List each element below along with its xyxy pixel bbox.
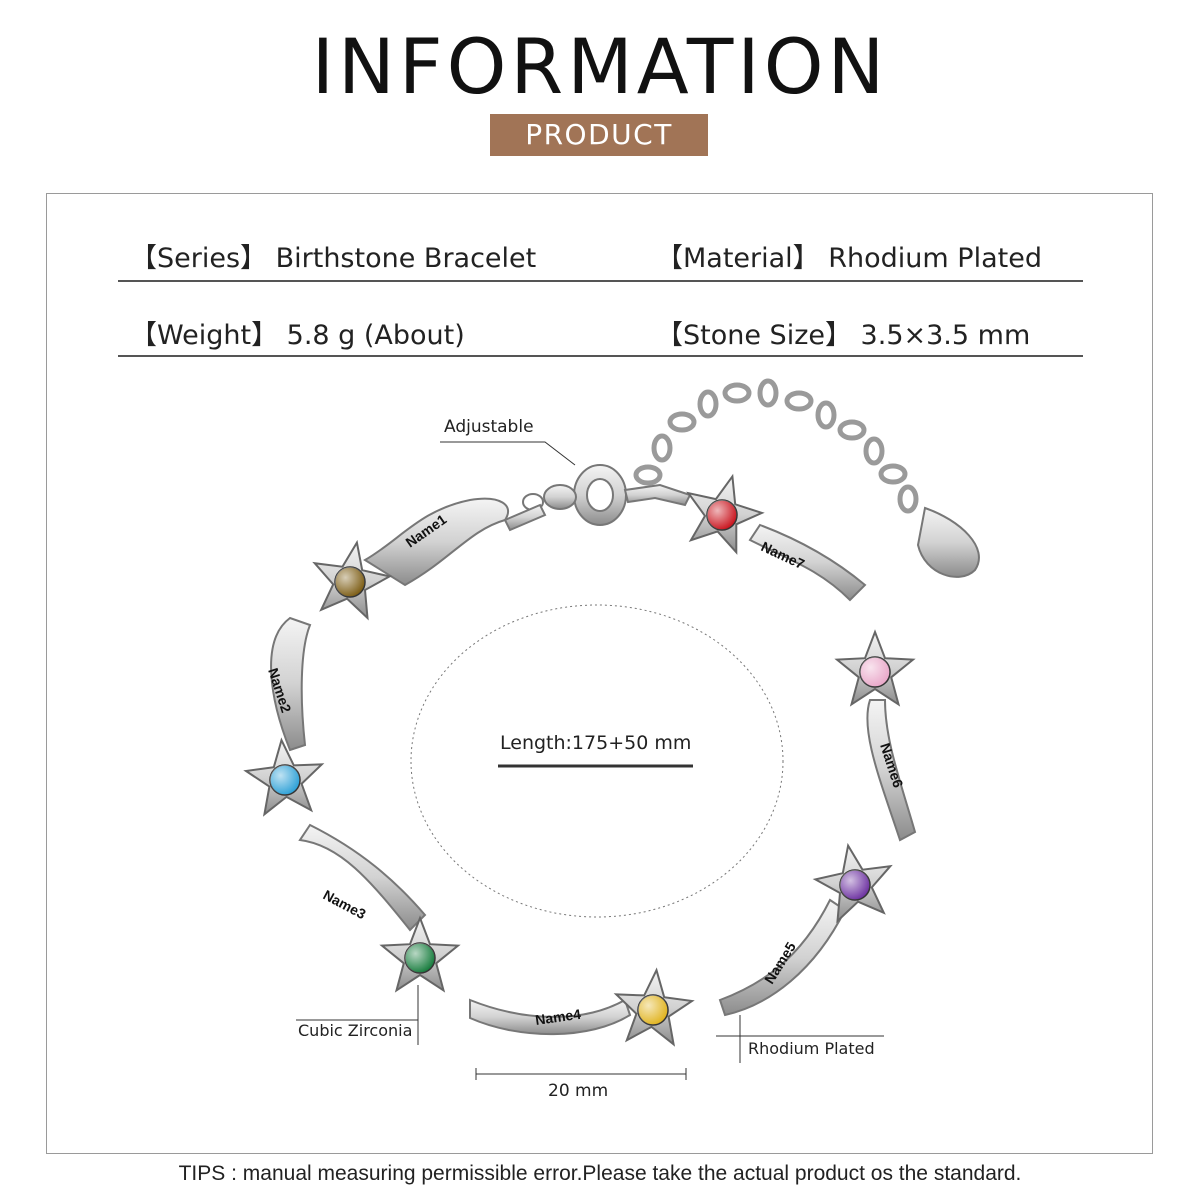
gem-highlight — [707, 500, 737, 530]
star-settings — [243, 473, 916, 1047]
label-segment-width: 20 mm — [548, 1081, 609, 1101]
label-adjustable: Adjustable — [444, 417, 534, 437]
annotation-lines — [296, 441, 884, 1080]
page-title: INFORMATION — [311, 22, 889, 111]
product-badge: PRODUCT — [490, 114, 708, 156]
bar-links — [270, 483, 917, 1036]
charm-drop — [916, 506, 980, 578]
gem-highlight — [270, 765, 300, 795]
gem-highlight — [335, 567, 365, 597]
spec-divider-1 — [118, 280, 1083, 282]
tips-note: TIPS : manual measuring permissible erro… — [178, 1162, 1022, 1185]
label-rhodium-plated: Rhodium Plated — [748, 1039, 875, 1058]
spec-series: 【Series】 Birthstone Bracelet — [130, 243, 537, 274]
spec-weight: 【Weight】 5.8 g (About) — [130, 320, 465, 351]
spec-divider-2 — [118, 355, 1083, 357]
label-cubic-zirconia: Cubic Zirconia — [298, 1021, 413, 1040]
label-length: Length:175+50 mm — [500, 732, 692, 754]
spec-stone-size: 【Stone Size】 3.5×3.5 mm — [656, 320, 1031, 351]
gem-highlight — [405, 943, 435, 973]
gem-highlight — [860, 657, 890, 687]
engraving-name4: Name4 — [534, 1006, 582, 1028]
length-circle — [410, 604, 784, 918]
lobster-clasp — [522, 464, 627, 526]
content-frame — [46, 193, 1153, 1154]
gem-highlight — [840, 870, 870, 900]
engraving-name3: Name3 — [321, 887, 369, 923]
spec-material: 【Material】 Rhodium Plated — [656, 243, 1042, 274]
extension-chain — [633, 378, 919, 514]
gem-highlight — [638, 995, 668, 1025]
